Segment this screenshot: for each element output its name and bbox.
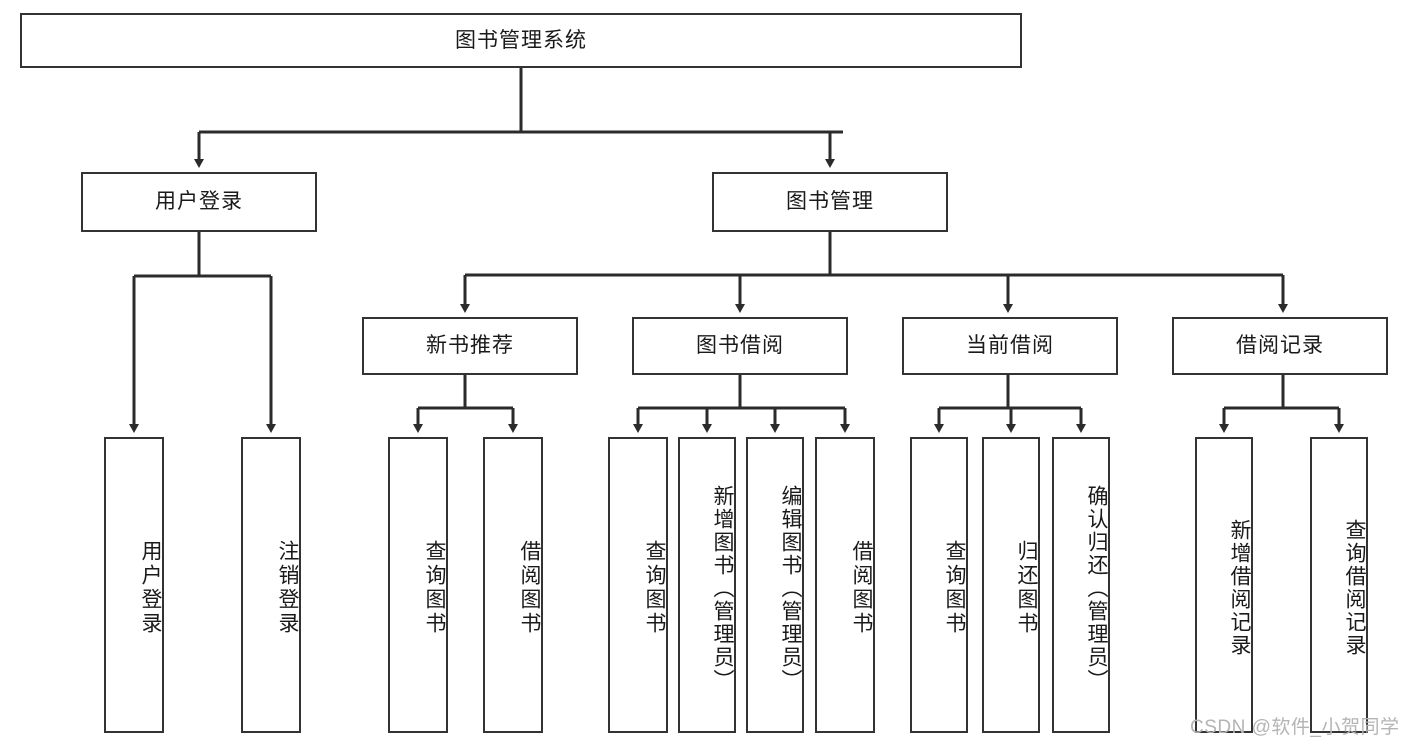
node-leaf-return-book[interactable]: 归还图书 bbox=[982, 437, 1040, 733]
node-leaf-query-book-1[interactable]: 查询图书 bbox=[388, 437, 448, 733]
node-user-login[interactable]: 用户登录 bbox=[81, 172, 317, 232]
node-leaf-borrow-book-2[interactable]: 借阅图书 bbox=[815, 437, 875, 733]
node-leaf-borrow-book-1[interactable]: 借阅图书 bbox=[483, 437, 543, 733]
node-leaf-query-borrow-record[interactable]: 查询借阅记录 bbox=[1310, 437, 1368, 733]
node-leaf-add-borrow-record[interactable]: 新增借阅记录 bbox=[1195, 437, 1253, 733]
node-leaf-query-book-3[interactable]: 查询图书 bbox=[910, 437, 968, 733]
csdn-watermark: CSDN @软件_小贺同学 bbox=[1190, 717, 1400, 738]
node-current-borrow[interactable]: 当前借阅 bbox=[902, 317, 1118, 375]
node-book-borrow[interactable]: 图书借阅 bbox=[632, 317, 848, 375]
node-leaf-query-book-2[interactable]: 查询图书 bbox=[608, 437, 668, 733]
node-root[interactable]: 图书管理系统 bbox=[20, 13, 1022, 68]
node-leaf-confirm-return-admin[interactable]: 确认归还（管理员） bbox=[1052, 437, 1110, 733]
node-new-book-recommend[interactable]: 新书推荐 bbox=[362, 317, 578, 375]
node-borrow-record[interactable]: 借阅记录 bbox=[1172, 317, 1388, 375]
node-book-management[interactable]: 图书管理 bbox=[712, 172, 948, 232]
node-leaf-add-book-admin[interactable]: 新增图书（管理员） bbox=[678, 437, 736, 733]
node-leaf-logout[interactable]: 注销登录 bbox=[241, 437, 301, 733]
node-leaf-user-login[interactable]: 用户登录 bbox=[104, 437, 164, 733]
node-leaf-edit-book-admin[interactable]: 编辑图书（管理员） bbox=[746, 437, 804, 733]
